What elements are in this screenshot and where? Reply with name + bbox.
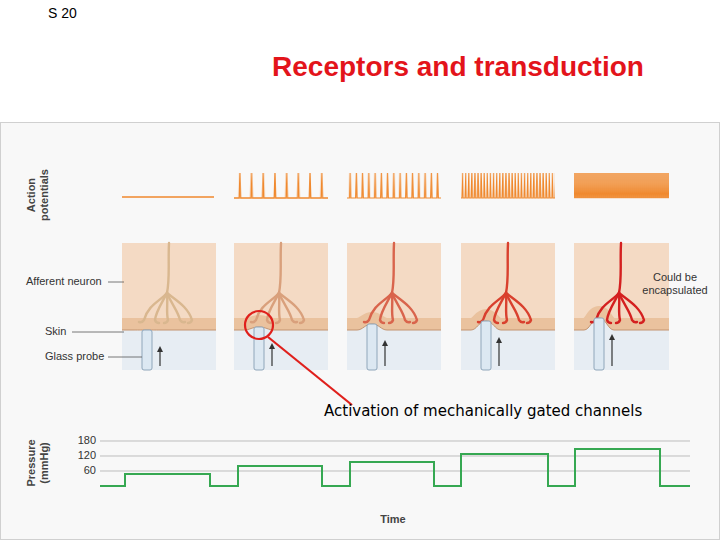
skin-surface <box>574 318 669 330</box>
arrow-head <box>609 334 615 340</box>
push-arrow <box>611 339 612 366</box>
arrow-head <box>496 337 502 343</box>
part-label: Afferent neuron <box>26 275 116 288</box>
afferent-neuron <box>478 243 531 323</box>
grid-line <box>100 456 690 457</box>
arrow-head <box>269 343 275 349</box>
below-skin <box>122 330 216 370</box>
push-arrow <box>498 342 499 366</box>
skin-tissue <box>234 243 328 370</box>
skin-surface <box>234 327 328 330</box>
spike-train <box>461 172 555 199</box>
grid-line <box>100 471 690 472</box>
skin-tissue <box>122 243 216 370</box>
skin-panel <box>574 243 669 370</box>
skin-surface <box>122 330 216 331</box>
glass-probe <box>367 324 377 370</box>
push-arrow <box>384 345 385 366</box>
skin-surface <box>461 321 555 330</box>
figure-frame <box>1 123 720 540</box>
skin-panel <box>347 243 441 370</box>
highlight-circle <box>245 311 273 339</box>
skin-panel <box>234 243 328 370</box>
spike-train <box>574 172 669 199</box>
afferent-neuron <box>364 243 417 323</box>
part-label: Glass probe <box>45 350 115 363</box>
part-label: Skin <box>45 325 85 338</box>
push-arrow <box>271 348 272 366</box>
glass-probe <box>481 321 491 370</box>
axis-title: Pressure (mmHg) <box>22 427 54 499</box>
leader-line <box>72 332 124 333</box>
leader-line <box>108 357 142 358</box>
afferent-neuron <box>139 243 192 323</box>
skin-panel <box>461 243 555 370</box>
spike-train <box>234 172 328 199</box>
glass-probe <box>254 327 264 370</box>
spike-train <box>347 172 441 199</box>
arrow-head <box>157 346 163 352</box>
slide-number: S 20 <box>48 5 108 22</box>
skin-tissue <box>574 243 669 370</box>
glass-probe <box>594 318 604 370</box>
axis-title: Time <box>353 513 433 526</box>
tick-label: 180 <box>62 434 96 447</box>
glass-probe <box>142 330 152 370</box>
tick-label: 120 <box>62 449 96 462</box>
callout-line <box>268 337 352 405</box>
pressure-graph <box>100 441 690 486</box>
skin-panel <box>122 243 216 370</box>
push-arrow <box>159 351 160 366</box>
slide-title: Receptors and transduction <box>190 50 720 84</box>
note-text: Could be encapsulated <box>630 271 720 297</box>
skin-surface <box>347 324 441 330</box>
pressure-trace <box>100 449 690 486</box>
below-skin <box>461 321 555 370</box>
tick-label: 60 <box>62 464 96 477</box>
epidermis <box>234 321 328 324</box>
skin-tissue <box>347 243 441 370</box>
afferent-neuron <box>591 243 644 323</box>
axis-title: Action potentials <box>22 159 54 231</box>
epidermis <box>574 312 669 324</box>
spike-trains <box>122 172 669 199</box>
skin-tissue <box>461 243 555 370</box>
grid-line <box>100 441 690 442</box>
arrow-head <box>382 340 388 346</box>
callout-text: Activation of mechanically gated channel… <box>324 402 714 420</box>
epidermis <box>347 318 441 324</box>
flat-trace <box>122 196 214 197</box>
below-skin <box>347 324 441 370</box>
below-skin <box>574 318 669 370</box>
leader-line <box>108 282 124 283</box>
